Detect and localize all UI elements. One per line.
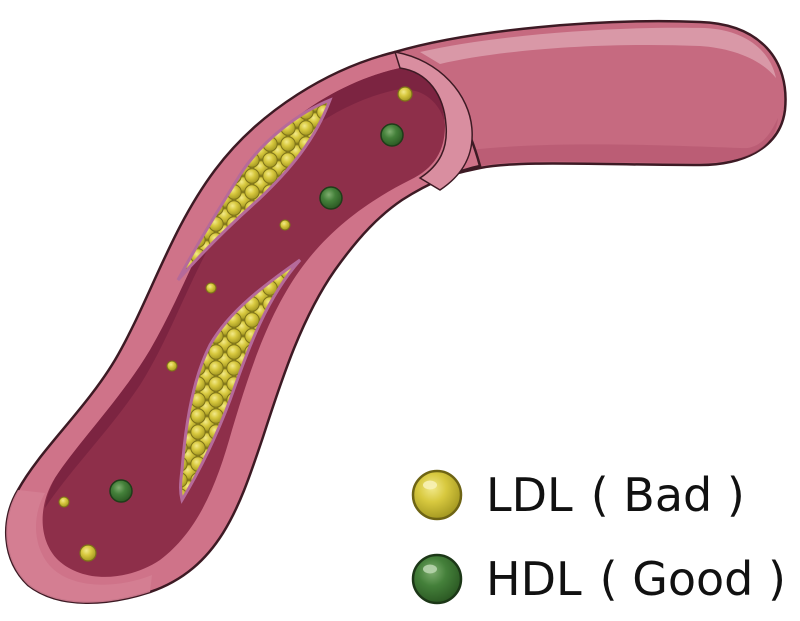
ldl-particle bbox=[166, 360, 178, 372]
hdl-particle bbox=[319, 186, 343, 210]
ldl-particle bbox=[58, 496, 70, 508]
legend-ldl-name: LDL bbox=[486, 468, 573, 522]
hdl-particle bbox=[380, 123, 404, 147]
legend-item-hdl: HDL ( Good ) bbox=[410, 552, 786, 606]
yellow-sphere-icon bbox=[411, 469, 463, 521]
open-paren: ( bbox=[590, 468, 609, 522]
legend-hdl-qualifier: Good bbox=[632, 552, 754, 606]
open-paren: ( bbox=[599, 552, 618, 606]
close-paren: ) bbox=[726, 468, 745, 522]
ldl-particle bbox=[205, 282, 217, 294]
upper-plaque-deposit bbox=[176, 97, 333, 281]
ldl-particle bbox=[79, 544, 97, 562]
legend-ldl-qualifier: Bad bbox=[623, 468, 713, 522]
hdl-particle bbox=[109, 479, 133, 503]
legend-item-ldl: LDL ( Bad ) bbox=[410, 468, 745, 522]
ldl-particle bbox=[397, 86, 413, 102]
legend-hdl-name: HDL bbox=[486, 552, 582, 606]
lower-plaque-deposit bbox=[179, 258, 302, 504]
close-paren: ) bbox=[767, 552, 786, 606]
ldl-particle bbox=[279, 219, 291, 231]
green-sphere-icon bbox=[411, 553, 463, 605]
particles bbox=[58, 86, 413, 562]
